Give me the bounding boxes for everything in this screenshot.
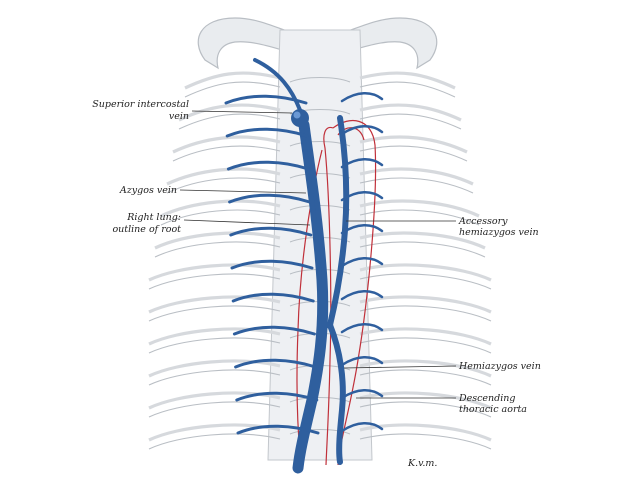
superior-intercostal-vein bbox=[253, 58, 302, 112]
labels: Superior intercostal vein Azygos vein Ri… bbox=[92, 99, 541, 469]
vertebra-mark-1 bbox=[289, 76, 351, 83]
rib-right-4-shade bbox=[359, 167, 474, 186]
left-intercostal-vein-2 bbox=[340, 125, 384, 136]
intercostal-veins bbox=[224, 92, 384, 435]
left-intercostal-vein-8 bbox=[340, 323, 384, 334]
right-intercostal-vein-10 bbox=[235, 391, 319, 402]
rib-right-9-edge bbox=[359, 337, 492, 354]
left-intercostal-vein-10 bbox=[340, 389, 384, 400]
vertebra-mark-12 bbox=[289, 428, 351, 435]
rib-right-5-shade bbox=[359, 199, 480, 218]
hemiazygos-vein bbox=[327, 322, 346, 465]
rib-right-2-edge bbox=[359, 113, 462, 130]
bulb-highlight bbox=[293, 111, 301, 119]
rib-left-10-shade bbox=[148, 359, 281, 378]
right-intercostal-vein-9 bbox=[234, 358, 318, 369]
rib-right-6-edge bbox=[359, 241, 486, 258]
rib-right-11-shade bbox=[359, 391, 492, 410]
label-accessory-2: hemiazygos vein bbox=[459, 227, 539, 238]
rib-left-5-edge bbox=[160, 209, 281, 226]
rib-right-8-edge bbox=[359, 305, 492, 322]
rib-right-11-edge bbox=[359, 401, 492, 418]
left-intercostal-vein-11 bbox=[340, 422, 384, 433]
left-intercostal-vein-1 bbox=[340, 92, 384, 103]
rib-right-4-edge bbox=[359, 177, 474, 194]
right-intercostal-vein-8 bbox=[232, 325, 316, 336]
rib-left-8-edge bbox=[148, 305, 281, 322]
rib-right-10-edge bbox=[359, 369, 492, 386]
leader-superior-intercostal bbox=[191, 110, 293, 114]
rib-left-7-edge bbox=[148, 273, 281, 290]
right-intercostal-vein-1 bbox=[224, 94, 308, 105]
rib-right-3-edge bbox=[359, 145, 468, 162]
label-superior-intercostal-1: Superior intercostal bbox=[92, 99, 189, 110]
rib-right-12-shade bbox=[359, 423, 492, 442]
azygos-highlight bbox=[300, 126, 322, 282]
rib-right-12-edge bbox=[359, 433, 492, 450]
aorta-left-edge bbox=[323, 126, 334, 466]
label-accessory-1: Accessory bbox=[458, 216, 508, 227]
leader-hemiazygos bbox=[343, 365, 457, 369]
rib-left-2-shade bbox=[178, 103, 281, 122]
vertebra-mark-11 bbox=[289, 396, 351, 403]
rib-left-1-shade bbox=[184, 71, 281, 90]
rib-left-1-edge bbox=[184, 81, 281, 98]
left-intercostal-vein-7 bbox=[340, 290, 384, 301]
right-intercostal-vein-11 bbox=[236, 424, 320, 435]
rib-left-5-shade bbox=[160, 199, 281, 218]
rib-left-12-edge bbox=[148, 433, 281, 450]
label-superior-intercostal-2: vein bbox=[169, 111, 189, 122]
leader-right-lung bbox=[183, 219, 311, 226]
right-intercostal-vein-5 bbox=[229, 226, 313, 237]
rib-right-1-shade bbox=[359, 71, 456, 90]
right-intercostal-vein-7 bbox=[231, 292, 315, 303]
right-intercostal-vein-6 bbox=[230, 259, 314, 270]
rib-left-3-shade bbox=[172, 135, 281, 154]
label-descending-1: Descending bbox=[458, 393, 516, 404]
rib-left-9-shade bbox=[148, 327, 281, 346]
rib-left-6-edge bbox=[154, 241, 281, 258]
rib-left-4-shade bbox=[166, 167, 281, 186]
rib-left-11-edge bbox=[148, 401, 281, 418]
right-intercostal-vein-2 bbox=[225, 127, 309, 138]
rib-right-10-shade bbox=[359, 359, 492, 378]
rib-left-8-shade bbox=[148, 295, 281, 314]
rib-right-8-shade bbox=[359, 295, 492, 314]
ribs bbox=[148, 71, 492, 450]
rib-right-9-shade bbox=[359, 327, 492, 346]
rib-right-7-shade bbox=[359, 263, 492, 282]
rib-left-11-shade bbox=[148, 391, 281, 410]
rib-left-2-edge bbox=[178, 113, 281, 130]
rib-left-7-shade bbox=[148, 263, 281, 282]
rib-left-6-shade bbox=[154, 231, 281, 250]
label-hemiazygos: Hemiazygos vein bbox=[458, 361, 541, 372]
rib-right-1-edge bbox=[359, 81, 456, 98]
rib-left-4-edge bbox=[166, 177, 281, 194]
left-intercostal-vein-5 bbox=[340, 224, 384, 235]
rib-right-3-shade bbox=[359, 135, 468, 154]
rib-right-6-shade bbox=[359, 231, 486, 250]
rib-left-10-edge bbox=[148, 369, 281, 386]
label-right-lung-2: outline of root bbox=[112, 224, 181, 235]
hemiazygos-connection bbox=[317, 312, 333, 329]
leader-azygos bbox=[179, 189, 307, 194]
rib-right-7-edge bbox=[359, 273, 492, 290]
left-intercostal-vein-9 bbox=[340, 356, 384, 367]
label-descending-2: thoracic aorta bbox=[459, 404, 527, 415]
artist-signature: K.v.m. bbox=[407, 458, 437, 469]
veins bbox=[224, 58, 384, 474]
label-right-lung-1: Right lung: bbox=[126, 212, 181, 223]
right-intercostal-vein-4 bbox=[228, 193, 312, 204]
label-azygos: Azygos vein bbox=[119, 185, 177, 196]
right-intercostal-vein-3 bbox=[226, 160, 310, 171]
left-intercostal-vein-4 bbox=[340, 191, 384, 202]
rib-left-3-edge bbox=[172, 145, 281, 162]
left-intercostal-vein-3 bbox=[340, 158, 384, 169]
left-intercostal-vein-6 bbox=[340, 257, 384, 268]
rib-left-9-edge bbox=[148, 337, 281, 354]
rib-right-2-shade bbox=[359, 103, 462, 122]
